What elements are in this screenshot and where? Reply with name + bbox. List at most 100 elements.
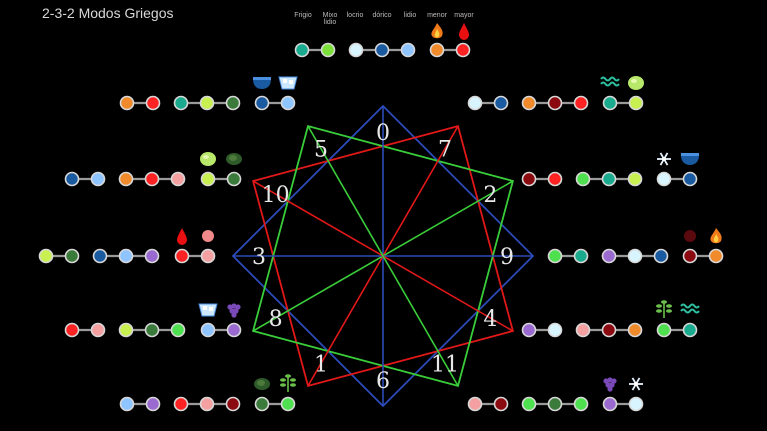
legend-chain [429,42,471,58]
note-dot [144,248,160,264]
dial-number: 1 [314,352,328,377]
note-dot [200,248,216,264]
waves-icon [680,303,700,314]
note-dot [708,248,724,264]
dial-number: 2 [483,183,497,208]
legend-chain [294,42,336,58]
note-dot [200,322,216,338]
ice-water-icon [278,76,298,90]
note-dot [682,171,698,187]
note-dot [521,322,537,338]
dial-number: 10 [262,183,290,208]
herb-icon [656,300,672,318]
legend-chain [348,42,416,58]
note-dot [602,396,618,412]
note-dot [174,248,190,264]
note-dot [64,171,80,187]
note-dot [627,248,643,264]
note-dot [547,248,563,264]
dial-number: 5 [314,138,328,163]
left-row-chain [173,396,241,412]
right-row-chain [521,322,563,338]
right-row-chain [656,171,698,187]
note-dot [254,396,270,412]
left-row-chain [64,322,106,338]
note-dot [348,42,364,58]
left-row-chain [173,95,241,111]
dial-spoke [307,125,459,387]
blood-drop-icon [177,228,187,245]
right-row-chain [521,396,589,412]
flame-icon [431,23,443,39]
dial-number: 6 [376,369,390,394]
note-dot [493,396,509,412]
grapes-icon [227,303,241,318]
note-dot [90,322,106,338]
dial-number: 7 [438,138,452,163]
lime-icon [200,152,216,166]
note-dot [38,248,54,264]
water-bowl-icon [681,153,699,165]
note-dot [575,171,591,187]
left-row-chain [119,396,161,412]
note-dot [64,322,80,338]
right-row-chain [575,322,643,338]
note-dot [573,248,589,264]
note-dot [601,171,617,187]
note-dot [682,322,698,338]
note-dot [575,322,591,338]
note-dot [145,396,161,412]
note-dot [92,248,108,264]
waves-icon [600,76,620,87]
note-dot [682,248,698,264]
snowflake-icon [657,152,671,166]
note-dot [145,95,161,111]
note-dot [226,322,242,338]
note-dot [173,95,189,111]
note-dot [656,171,672,187]
legend-label: Frigio [294,12,312,19]
left-row-chain [119,95,161,111]
note-dot [144,171,160,187]
note-dot [547,396,563,412]
note-dot [90,171,106,187]
note-dot [225,396,241,412]
dark-orb-icon [684,230,696,242]
legend-label: mayor [454,12,474,19]
note-dot [294,42,310,58]
note-dot [521,396,537,412]
left-row-chain [174,248,216,264]
note-dot [467,396,483,412]
note-dot [573,95,589,111]
note-dot [493,95,509,111]
note-dot [199,95,215,111]
note-dot [547,322,563,338]
left-row-chain [254,95,296,111]
right-row-chain [682,248,724,264]
note-dot [280,396,296,412]
note-dot [601,322,617,338]
left-row-chain [118,171,186,187]
note-dot [521,95,537,111]
right-row-chain [602,95,644,111]
note-dot [467,95,483,111]
note-dot [628,95,644,111]
note-dot [173,396,189,412]
avocado-icon [226,153,242,165]
note-dot [225,95,241,111]
right-row-chain [575,171,643,187]
legend-label: dórico [372,12,392,19]
dial-number: 8 [269,307,283,332]
lime-icon [628,76,644,90]
dial-number: 0 [376,121,390,146]
right-row-chain [601,248,669,264]
blood-drop-icon [459,23,469,40]
note-dot [573,396,589,412]
grapes-icon [603,377,617,392]
flame-icon [710,228,722,244]
water-bowl-icon [253,77,271,89]
note-dot [656,322,672,338]
note-dot [374,42,390,58]
